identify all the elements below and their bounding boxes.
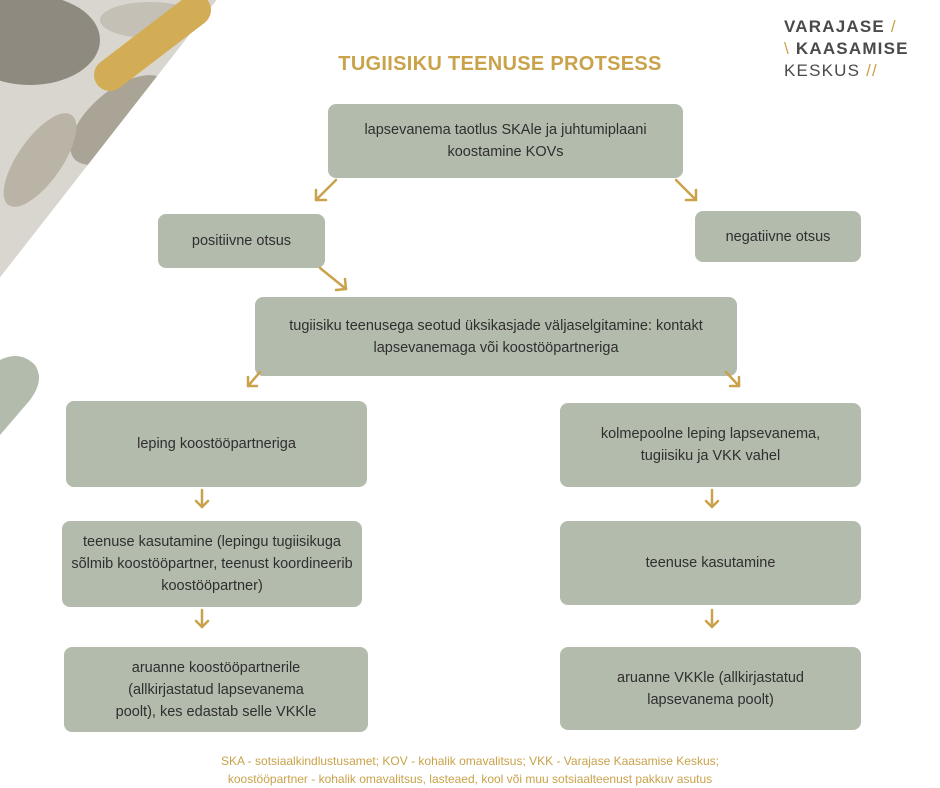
box-right-report: aruanne VKKle (allkirjastatud lapsevanem… — [560, 647, 861, 730]
box-right-usage: teenuse kasutamine — [560, 521, 861, 605]
decorative-corner-image — [0, 0, 236, 298]
box-application: lapsevanema taotlus SKAle ja juhtumiplaa… — [328, 104, 683, 178]
box-left-report: aruanne koostööpartnerile (allkirjastatu… — [64, 647, 368, 732]
arrow-to-positive — [314, 178, 338, 202]
box-left-usage: teenuse kasutamine (lepingu tugiisikuga … — [62, 521, 362, 607]
footer-line-1: SKA - sotsiaalkindlustusamet; KOV - koha… — [221, 754, 719, 768]
box-positive-decision: positiivne otsus — [158, 214, 325, 268]
arrow-to-left-usage — [194, 488, 210, 509]
arrow-to-left-report — [194, 608, 210, 629]
arrow-to-clarify — [318, 266, 348, 292]
logo-line-2: KAASAMISE — [795, 39, 909, 58]
box-right-contract: kolmepoolne leping lapsevanema, tugiisik… — [560, 403, 861, 487]
box-clarify-details: tugiisiku teenusega seotud üksikasjade v… — [255, 297, 737, 376]
logo-line-3: KESKUS — [784, 61, 861, 80]
arrow-to-right-usage — [704, 488, 720, 509]
box-left-contract: leping koostööpartneriga — [66, 401, 367, 487]
logo: VARAJASE / \ KAASAMISE KESKUS // — [784, 17, 909, 80]
footer-legend: SKA - sotsiaalkindlustusamet; KOV - koha… — [0, 752, 940, 788]
arrow-to-negative — [674, 178, 698, 202]
logo-line-1: VARAJASE — [784, 17, 885, 36]
decorative-pill-shape — [0, 356, 39, 435]
box-negative-decision: negatiivne otsus — [695, 211, 861, 262]
diagram-title: TUGIISIKU TEENUSE PROTSESS — [338, 53, 662, 75]
arrow-to-right-report — [704, 608, 720, 629]
footer-line-2: koostööpartner - kohalik omavalitsus, la… — [227, 772, 713, 786]
